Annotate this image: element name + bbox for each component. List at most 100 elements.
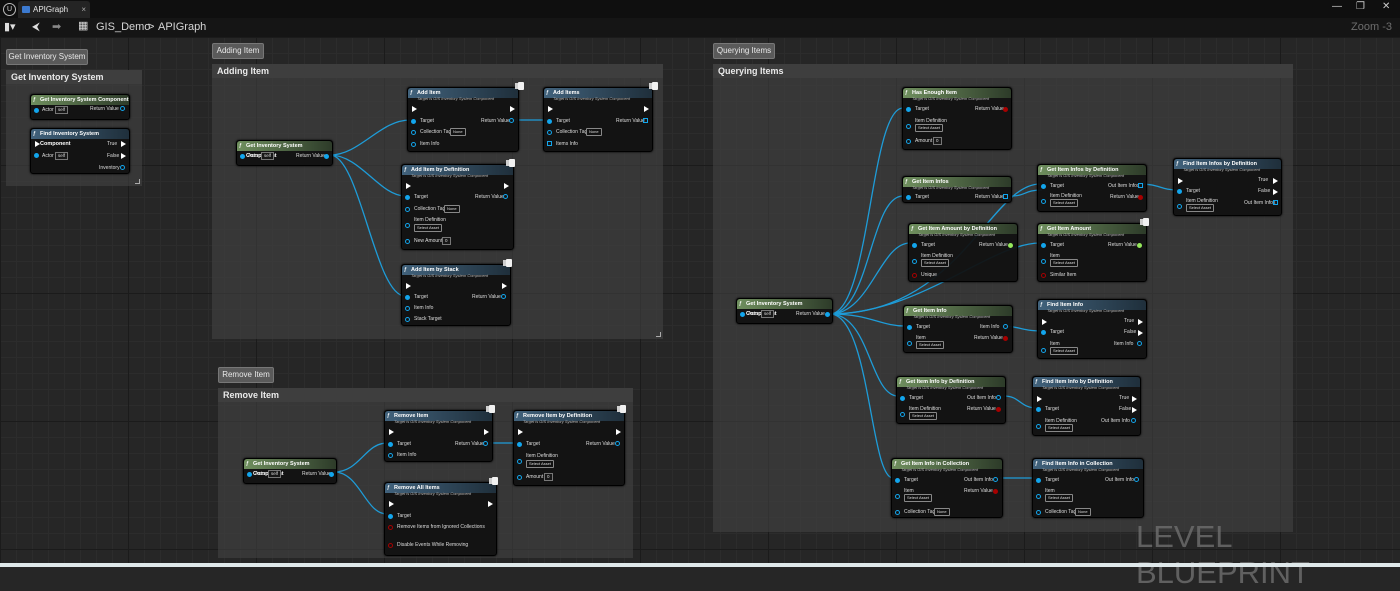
item-definition-pin[interactable] xyxy=(405,223,410,228)
select-asset-dropdown[interactable]: Select Asset xyxy=(915,124,944,132)
target-pin[interactable] xyxy=(1036,407,1041,412)
return-pin[interactable] xyxy=(1137,243,1142,248)
actor-pin[interactable] xyxy=(34,153,39,158)
target-pin[interactable] xyxy=(547,119,552,124)
target-pin[interactable] xyxy=(906,107,911,112)
self-value[interactable]: self xyxy=(268,470,282,478)
false-exec-pin[interactable] xyxy=(1132,407,1137,413)
return-pin[interactable] xyxy=(509,118,514,123)
return-pin[interactable] xyxy=(1003,107,1008,112)
maximize-button[interactable]: ❐ xyxy=(1356,1,1365,12)
select-asset-dropdown[interactable]: Select Asset xyxy=(1050,199,1079,207)
target-pin[interactable] xyxy=(411,119,416,124)
item-definition-pin[interactable] xyxy=(517,459,522,464)
comment-button-remove[interactable]: Remove Item xyxy=(218,367,274,383)
comment-button-querying[interactable]: Querying Items xyxy=(713,43,775,59)
select-asset-dropdown[interactable]: Select Asset xyxy=(414,224,443,232)
remove-ignored-pin[interactable] xyxy=(388,525,393,530)
return-pin[interactable] xyxy=(615,441,620,446)
select-asset-dropdown[interactable]: Select Asset xyxy=(921,259,950,267)
amount-value[interactable]: 0 xyxy=(933,137,942,145)
breadcrumb-project[interactable]: GIS_Demo xyxy=(96,21,151,33)
true-exec-pin[interactable] xyxy=(1273,178,1278,184)
exec-out-pin[interactable] xyxy=(504,183,509,189)
collection-tag-pin[interactable] xyxy=(547,130,552,135)
false-exec-pin[interactable] xyxy=(1138,330,1143,336)
collection-tag-pin[interactable] xyxy=(411,130,416,135)
collection-tag-pin[interactable] xyxy=(405,207,410,212)
false-exec-pin[interactable] xyxy=(1273,189,1278,195)
return-pin[interactable] xyxy=(993,489,998,494)
return-array-pin[interactable] xyxy=(1003,194,1008,199)
out-item-info-pin[interactable] xyxy=(1131,418,1136,423)
item-pin[interactable] xyxy=(1036,494,1041,499)
out-item-info-pin[interactable] xyxy=(1134,477,1139,482)
select-asset-dropdown[interactable]: Select Asset xyxy=(909,412,938,420)
false-exec-pin[interactable] xyxy=(121,153,126,159)
exec-in-pin[interactable] xyxy=(412,106,417,112)
item-pin[interactable] xyxy=(907,341,912,346)
target-pin[interactable] xyxy=(1041,243,1046,248)
item-definition-pin[interactable] xyxy=(900,412,905,417)
return-pin[interactable] xyxy=(483,441,488,446)
target-pin[interactable] xyxy=(906,195,911,200)
return-pin[interactable] xyxy=(1003,336,1008,341)
amount-pin[interactable] xyxy=(906,139,911,144)
return-pin[interactable] xyxy=(501,294,506,299)
actor-pin[interactable] xyxy=(740,312,745,317)
unique-pin[interactable] xyxy=(912,273,917,278)
actor-pin[interactable] xyxy=(240,154,245,159)
comment-button-get-inventory[interactable]: Get Inventory System xyxy=(6,49,88,65)
tab-apigraph[interactable]: APIGraph × xyxy=(18,1,90,18)
close-window-button[interactable]: ✕ xyxy=(1382,1,1391,12)
target-pin[interactable] xyxy=(907,325,912,330)
exec-out-pin[interactable] xyxy=(484,429,489,435)
out-item-infos-pin[interactable] xyxy=(1273,200,1278,205)
item-info-pin[interactable] xyxy=(405,306,410,311)
target-pin[interactable] xyxy=(895,478,900,483)
item-definition-pin[interactable] xyxy=(906,124,911,129)
amount-value[interactable]: 0 xyxy=(544,473,553,481)
item-definition-pin[interactable] xyxy=(1041,199,1046,204)
self-value[interactable]: self xyxy=(55,152,69,160)
resize-handle[interactable] xyxy=(656,332,661,337)
select-asset-dropdown[interactable]: Select Asset xyxy=(916,341,945,349)
collection-tag-dropdown[interactable]: None xyxy=(934,508,950,516)
amount-pin[interactable] xyxy=(517,475,522,480)
item-pin[interactable] xyxy=(1041,348,1046,353)
new-amount-pin[interactable] xyxy=(405,239,410,244)
exec-in-pin[interactable] xyxy=(1178,178,1183,184)
exec-in-pin[interactable] xyxy=(389,501,394,507)
exec-in-pin[interactable] xyxy=(1042,319,1047,325)
return-pin[interactable] xyxy=(120,106,125,111)
select-asset-dropdown[interactable]: Select Asset xyxy=(904,494,933,502)
item-pin[interactable] xyxy=(895,494,900,499)
disable-events-pin[interactable] xyxy=(388,543,393,548)
collection-tag-dropdown[interactable]: None xyxy=(586,128,602,136)
target-pin[interactable] xyxy=(405,295,410,300)
true-exec-pin[interactable] xyxy=(121,141,126,147)
actor-pin[interactable] xyxy=(34,108,39,113)
item-definition-pin[interactable] xyxy=(1177,204,1182,209)
select-asset-dropdown[interactable]: Select Asset xyxy=(1050,347,1079,355)
exec-in-pin[interactable] xyxy=(406,283,411,289)
exec-in-pin[interactable] xyxy=(389,429,394,435)
